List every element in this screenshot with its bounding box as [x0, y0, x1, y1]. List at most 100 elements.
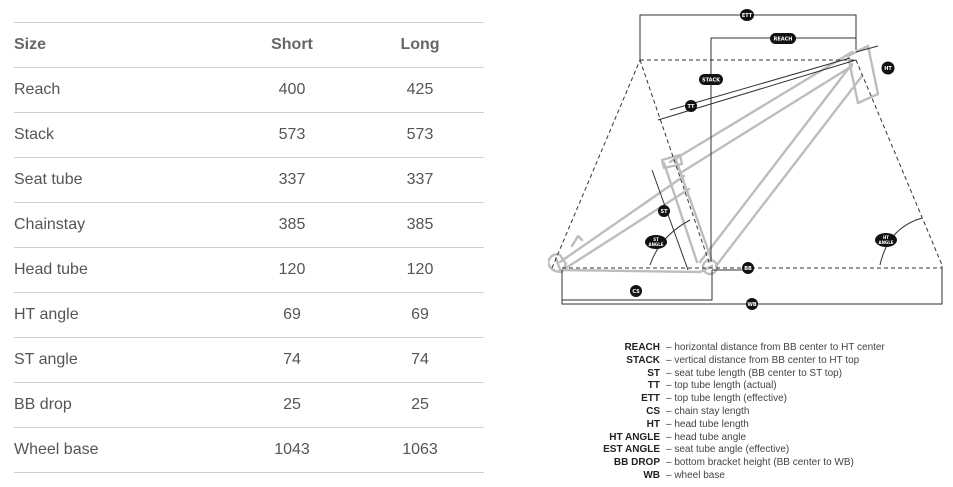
reach-badge: REACH [770, 33, 796, 44]
frame-geometry-diagram: ETT REACH STACK TT HT ST ST ANGLE HT ANG… [548, 9, 943, 310]
legend-key: ST [647, 367, 660, 379]
legend-key: CS [646, 405, 660, 417]
cell-long: 25 [356, 382, 484, 428]
legend-item: CS – chain stay length [580, 406, 885, 419]
rear-dropout [548, 253, 568, 274]
steer-axis-line [855, 59, 943, 266]
legend-item: HT– head tube length [580, 419, 885, 432]
rear-axle-line [551, 59, 641, 269]
legend-description: – seat tube length (BB center to ST top) [666, 367, 843, 379]
st-badge-label: ST [660, 209, 668, 215]
wb-badge: WB [746, 298, 758, 310]
legend-item: REACH – horizontal distance from BB cente… [580, 342, 885, 355]
cell-long: 74 [356, 337, 484, 383]
table-header-row: Size Short Long [14, 22, 484, 68]
tt-line [669, 57, 851, 111]
stack-badge: STACK [699, 74, 723, 85]
bb-badge: BB [742, 262, 754, 274]
legend-key: TT [647, 380, 660, 392]
cell-short: 74 [228, 337, 356, 383]
cell-short: 337 [228, 157, 356, 203]
cell-long: 69 [356, 292, 484, 338]
tt-badge: TT [685, 100, 697, 112]
ht-badge-label: HT [884, 66, 892, 72]
cell-short: 400 [228, 67, 356, 113]
cell-short: 25 [228, 382, 356, 428]
stack-badge-label: STACK [702, 78, 721, 84]
cs-line [561, 270, 713, 301]
cell-short: 120 [228, 247, 356, 293]
legend-item: BB DROP – bottom bracket height (BB cente… [580, 457, 885, 470]
legend-description: – top tube length (effective) [666, 393, 788, 405]
header-short: Short [228, 22, 356, 68]
brake-mount [570, 234, 584, 248]
legend-description: – horizontal distance from BB center to … [666, 342, 885, 353]
ht-angle-badge-label-2: ANGLE [878, 240, 893, 245]
legend-key: EST ANGLE [603, 444, 660, 456]
legend-item: WB – wheel base [580, 470, 885, 483]
st-line [651, 169, 689, 271]
legend-description: – chain stay length [666, 405, 750, 417]
ht-angle-badge: HT ANGLE [875, 233, 897, 247]
legend-description: – vertical distance from BB center to HT… [666, 354, 860, 366]
abbreviation-legend: REACH – horizontal distance from BB cente… [580, 342, 885, 483]
cs-badge-label: CS [632, 289, 640, 295]
legend-description: – head tube angle [666, 431, 747, 443]
legend-item: HT ANGLE – head tube angle [580, 432, 885, 445]
down-tube [698, 62, 854, 264]
cell-long: 425 [356, 67, 484, 113]
row-label: Reach [14, 67, 228, 113]
seat-stay [558, 174, 686, 264]
row-label: Head tube [14, 247, 228, 293]
legend-description: – bottom bracket height (BB center to WB… [666, 457, 854, 469]
tt-badge-label: TT [688, 104, 696, 110]
cell-short: 385 [228, 202, 356, 248]
cell-short: 69 [228, 292, 356, 338]
st-badge: ST [658, 205, 670, 217]
row-label: Seat tube [14, 157, 228, 203]
legend-item: STACK – vertical distance from BB center … [580, 355, 885, 368]
legend-key: WB [643, 469, 660, 481]
seat-stay-inner [564, 187, 691, 270]
row-label: HT angle [14, 292, 228, 338]
legend-description: – seat tube angle (effective) [666, 444, 790, 456]
legend-item: ST – seat tube length (BB center to ST to… [580, 368, 885, 381]
legend-description: – wheel base [666, 469, 725, 481]
legend-key: REACH [624, 342, 660, 353]
bottom-bracket [701, 258, 719, 276]
seat-tube-inner [674, 158, 713, 260]
st-angle-badge: ST ANGLE [645, 235, 667, 249]
ett-badge-label: ETT [742, 13, 753, 19]
row-label: BB drop [14, 382, 228, 428]
ht-line [855, 45, 879, 53]
legend-key: HT ANGLE [609, 431, 660, 443]
ht-angle-badge-label-1: HT [883, 235, 889, 240]
cell-short: 573 [228, 112, 356, 158]
header-long: Long [356, 22, 484, 68]
top-tube [668, 50, 854, 164]
row-label: ST angle [14, 337, 228, 383]
head-tube [846, 44, 880, 105]
chain-stay [554, 256, 714, 274]
bb-badge-label: BB [744, 266, 752, 272]
legend-key: STACK [626, 354, 660, 366]
cs-badge: CS [630, 285, 642, 297]
reach-line [710, 37, 856, 262]
header-size: Size [14, 22, 228, 68]
legend-item: ETT– top tube length (effective) [580, 393, 885, 406]
legend-key: BB DROP [613, 457, 660, 469]
legend-description: – head tube length [666, 418, 749, 430]
cell-long: 573 [356, 112, 484, 158]
legend-item: TT – top tube length (actual) [580, 380, 885, 393]
seat-collar [660, 153, 684, 170]
legend-description: – top tube length (actual) [666, 380, 777, 392]
st-angle-badge-label-2: ANGLE [648, 242, 663, 247]
